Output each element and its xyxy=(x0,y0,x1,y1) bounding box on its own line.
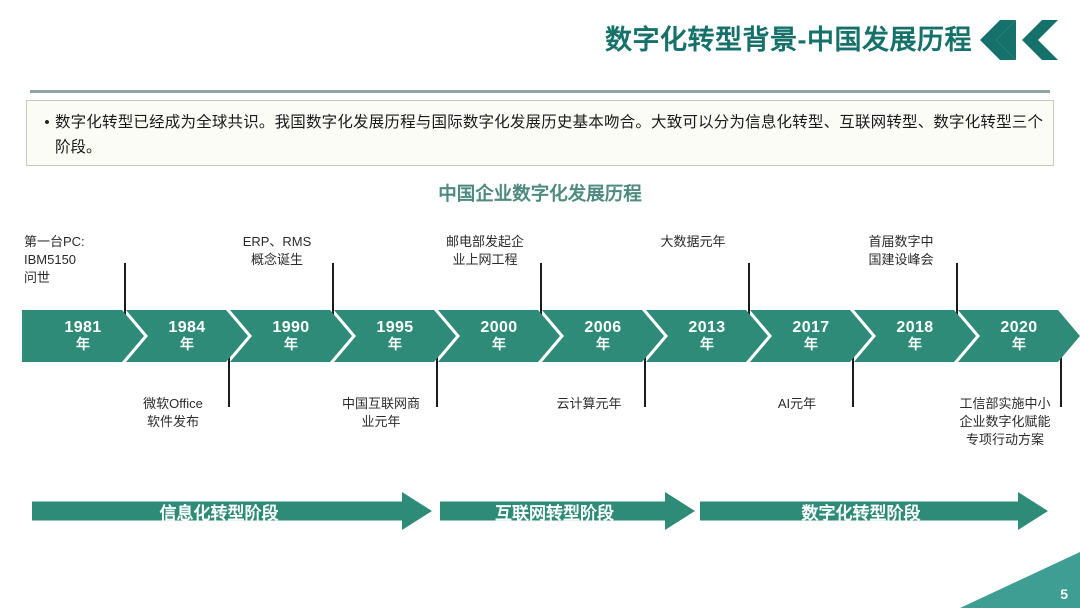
milestone-year: 2017 xyxy=(792,319,830,336)
milestone-year-suffix: 年 xyxy=(180,336,194,352)
milestone-year-suffix: 年 xyxy=(804,336,818,352)
bullet-marker: • xyxy=(44,114,50,131)
milestone-label: 中国互联网商 业元年 xyxy=(341,396,420,429)
phase-label: 互联网转型阶段 xyxy=(495,503,614,523)
chart-title: 中国企业数字化发展历程 xyxy=(438,183,642,204)
page-number: 5 xyxy=(1060,586,1068,602)
bullet-text: 数字化转型已经成为全球共识。我国数字化发展历程与国际数字化发展历史基本吻合。大致… xyxy=(55,114,1043,156)
milestone-year: 2018 xyxy=(896,319,934,336)
phase-label: 信息化转型阶段 xyxy=(159,503,279,523)
milestone-leader-line xyxy=(852,345,854,407)
milestone-leader-line xyxy=(956,263,958,325)
milestone-label: 首届数字中 国建设峰会 xyxy=(868,234,934,267)
milestone-year-suffix: 年 xyxy=(1012,336,1026,352)
milestone-year: 1995 xyxy=(376,319,414,336)
milestone-label: 第一台PC: IBM5150 问世 xyxy=(24,234,85,285)
milestone-year-suffix: 年 xyxy=(700,336,714,352)
phase-label: 数字化转型阶段 xyxy=(801,503,921,523)
milestone-leader-line xyxy=(644,345,646,407)
phase-arrow-row: 信息化转型阶段 互联网转型阶段 数字化转型阶段 xyxy=(0,492,1080,534)
milestone-leader-line xyxy=(1060,345,1062,407)
header-divider xyxy=(30,90,1050,93)
phase-arrow-1[interactable]: 信息化转型阶段 xyxy=(32,492,432,530)
milestone-leader-line xyxy=(540,263,542,325)
phase-arrow-2[interactable]: 互联网转型阶段 xyxy=(440,492,695,530)
milestone-year-suffix: 年 xyxy=(596,336,610,352)
bullet-row: • 数字化转型已经成为全球共识。我国数字化发展历程与国际数字化发展历史基本吻合。… xyxy=(39,110,1043,160)
milestone-leader-line xyxy=(748,263,750,325)
milestone-leader-line xyxy=(228,345,230,407)
milestone-label: 云计算元年 xyxy=(556,396,622,411)
milestone-year: 1981 xyxy=(64,319,102,336)
milestone-year-suffix: 年 xyxy=(388,336,402,352)
slide-header: 数字化转型背景-中国发展历程 xyxy=(0,0,1080,78)
milestone-leader-line xyxy=(124,263,126,325)
phase-arrow-3[interactable]: 数字化转型阶段 xyxy=(700,492,1048,530)
milestone-label: ERP、RMS 概念诞生 xyxy=(242,234,312,267)
milestone-year: 1984 xyxy=(168,319,206,336)
milestone-year: 2006 xyxy=(584,319,622,336)
milestone-label: 微软Office 软件发布 xyxy=(143,396,203,429)
milestone-label: AI元年 xyxy=(777,396,817,411)
milestone-year: 2000 xyxy=(480,319,518,336)
milestone-year-suffix: 年 xyxy=(908,336,922,352)
page-title: 数字化转型背景-中国发展历程 xyxy=(605,25,972,55)
milestone-label: 工信部实施中小 企业数字化赋能 专项行动方案 xyxy=(959,396,1051,447)
milestone-year: 2013 xyxy=(688,319,726,336)
milestone-leader-line xyxy=(332,263,334,325)
milestone-year-suffix: 年 xyxy=(284,336,298,352)
milestone-leader-line xyxy=(436,345,438,407)
milestone-label: 大数据元年 xyxy=(660,234,726,249)
milestone-year-suffix: 年 xyxy=(76,336,90,352)
milestone-year: 1990 xyxy=(272,319,310,336)
summary-text-box: • 数字化转型已经成为全球共识。我国数字化发展历程与国际数字化发展历史基本吻合。… xyxy=(26,100,1054,166)
timeline-chart: 第一台PC: IBM5150 问世微软Office 软件发布 ERP、RMS 概念… xyxy=(0,215,1080,465)
milestone-label: 邮电部发起企 业上网工程 xyxy=(445,234,524,267)
milestone-year: 2020 xyxy=(1000,319,1038,336)
milestone-year-suffix: 年 xyxy=(492,336,506,352)
double-chevron-left-icon xyxy=(980,20,1064,60)
